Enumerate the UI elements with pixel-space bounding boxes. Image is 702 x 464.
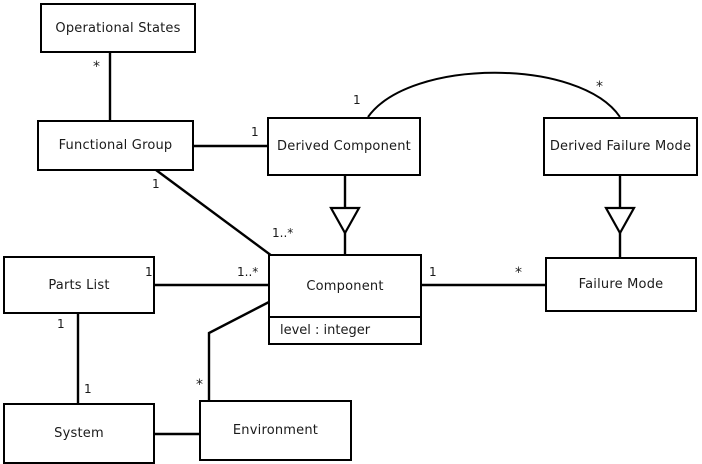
class-box-component[interactable]: Component level : integer xyxy=(268,254,422,345)
multiplicity-functionalgroup-derivedcomponent: 1 xyxy=(251,125,259,139)
generalization-triangle-failure-mode xyxy=(604,206,636,236)
multiplicity-component-functionalgroup: 1..* xyxy=(272,226,294,240)
class-name-derived-component: Derived Component xyxy=(277,139,411,154)
class-name-parts-list: Parts List xyxy=(48,277,110,293)
multiplicity-system-partslist: 1 xyxy=(84,382,92,396)
multiplicity-derivedcomponent-curve-source: 1 xyxy=(353,93,361,107)
generalization-triangle-component xyxy=(329,206,361,236)
multiplicity-component-failuremode: 1 xyxy=(429,265,437,279)
multiplicity-partslist-system: 1 xyxy=(57,317,65,331)
multiplicity-component-partslist: 1..* xyxy=(237,265,259,279)
multiplicity-environment-component: * xyxy=(196,377,203,393)
class-box-parts-list[interactable]: Parts List xyxy=(3,256,155,314)
multiplicity-derivedfailuremode-curve-target: * xyxy=(596,79,603,95)
class-name-operational-states: Operational States xyxy=(55,20,181,36)
multiplicity-functionalgroup-component: 1 xyxy=(152,177,160,191)
class-box-environment[interactable]: Environment xyxy=(199,400,352,461)
multiplicity-partslist-component: 1 xyxy=(145,265,153,279)
class-name-component: Component xyxy=(306,278,384,294)
class-name-environment: Environment xyxy=(232,423,319,438)
class-box-derived-component[interactable]: Derived Component xyxy=(267,117,421,176)
class-box-failure-mode[interactable]: Failure Mode xyxy=(545,257,697,312)
class-name-system: System xyxy=(54,426,104,441)
class-box-derived-failure-mode[interactable]: Derived Failure Mode xyxy=(543,117,698,176)
multiplicity-failuremode-component: * xyxy=(515,265,522,281)
class-name-failure-mode: Failure Mode xyxy=(578,277,664,292)
edge-derivedcomponent-derivedfailuremode[interactable] xyxy=(367,71,621,118)
edge-environment-component[interactable] xyxy=(207,300,270,400)
class-box-operational-states[interactable]: Operational States xyxy=(40,3,196,53)
class-name-functional-group: Functional Group xyxy=(58,138,173,153)
class-box-system[interactable]: System xyxy=(3,403,155,464)
multiplicity-opstates-functionalgroup: * xyxy=(93,59,100,75)
class-name-derived-failure-mode: Derived Failure Mode xyxy=(549,139,692,154)
class-box-functional-group[interactable]: Functional Group xyxy=(37,120,194,171)
class-attribute-component-level: level : integer xyxy=(270,316,420,343)
edge-functionalgroup-component[interactable] xyxy=(155,169,273,257)
